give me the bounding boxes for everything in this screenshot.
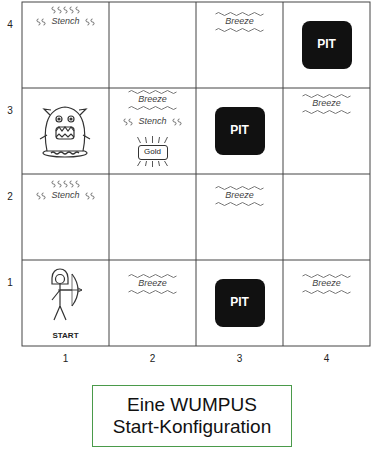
pit-box: PIT — [215, 279, 265, 327]
wumpus-teeth — [56, 127, 74, 137]
stench-label: Stench — [51, 191, 79, 201]
start-label: START — [52, 332, 78, 341]
agent-figure — [52, 269, 82, 320]
wumpus-figure — [40, 107, 90, 157]
wumpus-pupil — [70, 118, 72, 120]
row-number: 4 — [7, 19, 13, 30]
grid — [22, 2, 370, 346]
column-number: 1 — [63, 353, 69, 364]
breeze-waves — [129, 91, 177, 110]
glitter-rays — [138, 136, 168, 167]
agent-arrow — [58, 288, 82, 292]
row-number: 3 — [7, 105, 13, 116]
stench-label: Stench — [51, 17, 79, 27]
agent-hood — [52, 269, 68, 284]
breeze-waves — [216, 187, 264, 206]
grid-border — [22, 2, 370, 346]
wumpus-mouth — [56, 127, 74, 139]
wumpus-base-pattern — [51, 152, 79, 154]
gold-glitter — [138, 136, 168, 167]
pit-box: PIT — [215, 107, 265, 155]
node-text: PIT — [317, 38, 336, 51]
agent-head — [56, 275, 65, 284]
wumpus-eye — [68, 116, 74, 122]
breeze-label: Breeze — [138, 279, 167, 289]
breeze-label: Breeze — [312, 99, 341, 109]
breeze-label: Breeze — [138, 95, 167, 105]
wumpus-ears — [44, 109, 86, 115]
node-text: PIT — [230, 296, 249, 309]
node-text: Gold — [144, 148, 161, 157]
breeze-waves — [303, 275, 351, 294]
column-number: 4 — [324, 353, 330, 364]
breeze-waves — [129, 275, 177, 294]
wumpus-body — [45, 107, 84, 151]
breeze-waves — [303, 95, 351, 114]
caption-box: Eine WUMPUS Start-Konfiguration — [92, 385, 292, 447]
row-number: 2 — [7, 191, 13, 202]
wumpus-eye — [56, 116, 62, 122]
breeze-label: Breeze — [225, 17, 254, 27]
breeze-label: Breeze — [312, 279, 341, 289]
gold-box: Gold — [138, 145, 168, 160]
pit-box: PIT — [302, 21, 352, 69]
grid-lines — [22, 2, 370, 346]
wumpus-pupil — [58, 118, 60, 120]
column-number: 3 — [237, 353, 243, 364]
wumpus-arms — [40, 135, 90, 139]
column-number: 2 — [150, 353, 156, 364]
breeze-waves — [216, 13, 264, 32]
agent-body — [52, 284, 72, 320]
caption-text: Eine WUMPUS Start-Konfiguration — [111, 394, 273, 438]
breeze-label: Breeze — [225, 191, 254, 201]
row-number: 1 — [7, 277, 13, 288]
node-text: PIT — [230, 124, 249, 137]
stench-label: Stench — [138, 117, 166, 127]
